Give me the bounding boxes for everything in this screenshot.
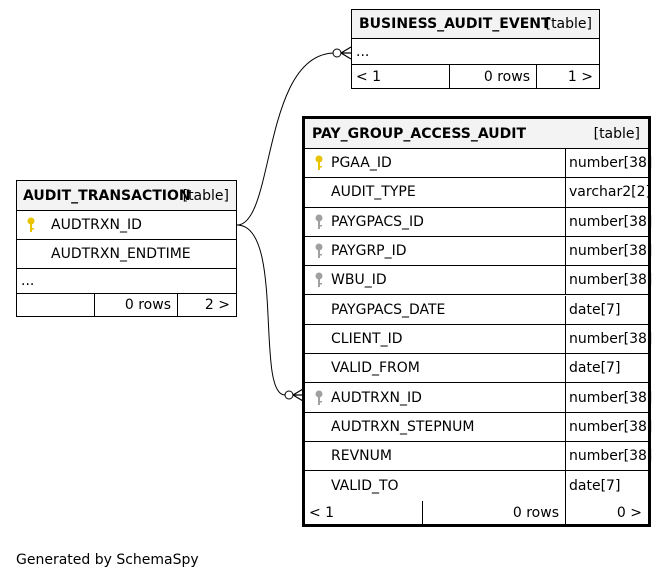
column-row: REVNUM number[38] (305, 442, 652, 472)
table-footer: < 1 0 rows 1 > (352, 65, 599, 88)
column-name: AUDTRXN_ENDTIME (51, 246, 191, 262)
relation-crowfoot (292, 388, 304, 402)
table-ellipsis-row: ... (352, 39, 599, 65)
relation-line-audit-to-business (236, 52, 336, 226)
table-header: AUDIT_TRANSACTION [table] (17, 181, 236, 211)
footer-next: 0 > (565, 501, 648, 525)
foreign-key-icon (313, 237, 325, 265)
footer-next: 1 > (536, 65, 599, 88)
foreign-key-icon (313, 208, 325, 236)
table-business-audit-event: BUSINESS_AUDIT_EVENT [table] ... < 1 0 r… (351, 9, 600, 89)
relation-end-circle (332, 48, 342, 58)
column-name: WBU_ID (331, 272, 387, 289)
table-tag: [table] (182, 187, 229, 204)
column-name: CLIENT_ID (331, 330, 403, 347)
column-row: VALID_FROM date[7] (305, 354, 648, 384)
footer-prev: < 1 (356, 68, 382, 85)
column-type: number[38] (565, 383, 652, 412)
column-row: PAYGPACS_ID number[38] (305, 207, 652, 237)
table-ellipsis-row: ... (17, 269, 236, 294)
relation-line-audit-to-pgaa (236, 224, 286, 396)
column-row: AUDTRXN_ID number[38] (305, 383, 652, 413)
ellipsis: ... (21, 273, 35, 289)
table-name: BUSINESS_AUDIT_EVENT (359, 16, 551, 32)
table-tag: [table] (593, 125, 640, 142)
column-name: VALID_FROM (331, 360, 420, 377)
column-name: PAYGPACS_DATE (331, 301, 446, 318)
column-type: number[38] (565, 266, 652, 295)
column-type: varchar2[2] (565, 178, 651, 207)
column-name: AUDTRXN_ID (331, 389, 422, 406)
column-type: date[7] (565, 471, 648, 501)
column-name: REVNUM (331, 448, 392, 465)
table-name: AUDIT_TRANSACTION (23, 187, 191, 204)
column-name: PGAA_ID (331, 155, 392, 172)
column-name: PAYGRP_ID (331, 243, 407, 260)
foreign-key-icon (313, 383, 325, 411)
key-icon (25, 211, 37, 239)
table-tag: [table] (545, 16, 592, 32)
column-type: number[38] (565, 236, 652, 266)
footer-rows: 0 rows (422, 501, 565, 525)
column-row: AUDTRXN_STEPNUM number[38] (305, 412, 652, 442)
table-name: PAY_GROUP_ACCESS_AUDIT (312, 125, 527, 142)
footer-next: 2 > (177, 294, 236, 316)
foreign-key-icon (313, 266, 325, 294)
key-icon (313, 149, 325, 177)
column-row: AUDTRXN_ID (17, 211, 236, 240)
column-row: PGAA_ID number[38] (305, 149, 652, 179)
relation-end-circle (284, 390, 294, 400)
table-header: BUSINESS_AUDIT_EVENT [table] (352, 10, 599, 39)
ellipsis: ... (356, 43, 370, 60)
column-row: PAYGPACS_DATE date[7] (305, 295, 648, 325)
column-row: CLIENT_ID number[38] (305, 324, 652, 355)
column-type: number[38] (565, 412, 652, 441)
table-footer: 0 rows 2 > (17, 294, 236, 316)
column-type: number[38] (565, 324, 652, 354)
column-type: number[38] (565, 149, 652, 178)
table-audit-transaction: AUDIT_TRANSACTION [table] AUDTRXN_ID AUD… (16, 180, 237, 317)
column-name: PAYGPACS_ID (331, 213, 424, 230)
footer-rows: 0 rows (449, 65, 536, 88)
column-type: date[7] (565, 295, 648, 324)
footer-prev: < 1 (309, 505, 335, 521)
column-name: AUDTRXN_STEPNUM (331, 418, 475, 435)
column-name: AUDIT_TYPE (331, 184, 416, 201)
relation-crowfoot (340, 46, 352, 60)
column-row: WBU_ID number[38] (305, 266, 652, 296)
column-type: number[38] (565, 207, 652, 236)
table-footer: < 1 0 rows 0 > (305, 501, 648, 525)
column-type: number[38] (565, 442, 652, 471)
column-name: VALID_TO (331, 477, 399, 494)
column-row: AUDIT_TYPE varchar2[2] (305, 178, 651, 208)
column-row: AUDTRXN_ENDTIME (17, 240, 236, 269)
column-row: VALID_TO date[7] (305, 471, 648, 501)
column-row: PAYGRP_ID number[38] (305, 236, 652, 267)
table-header: PAY_GROUP_ACCESS_AUDIT [table] (305, 119, 648, 149)
footer-rows: 0 rows (94, 294, 177, 316)
column-type: date[7] (565, 354, 648, 383)
generated-by-note: Generated by SchemaSpy (16, 552, 199, 568)
column-name: AUDTRXN_ID (51, 217, 142, 233)
